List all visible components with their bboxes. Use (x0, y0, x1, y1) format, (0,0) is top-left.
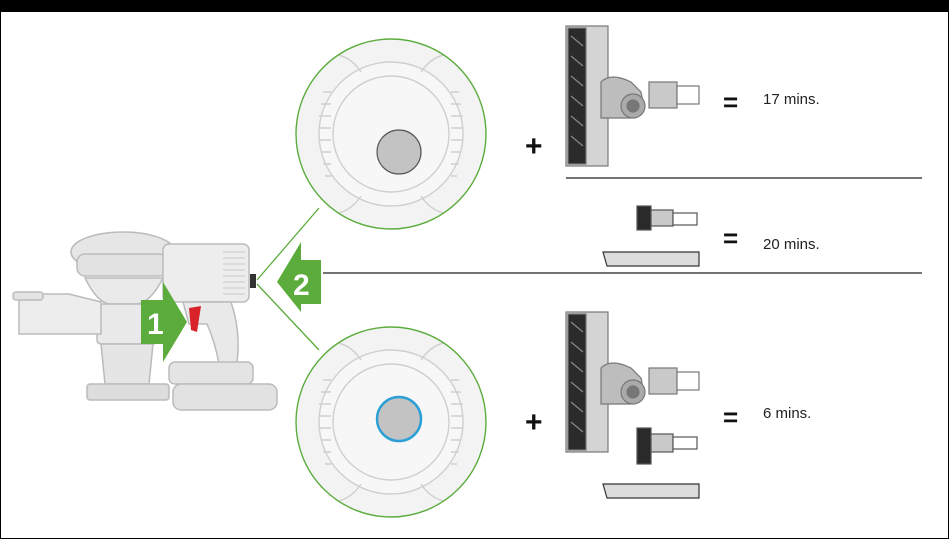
step-1-label: 1 (147, 308, 164, 341)
mode-row-1: + = 17 mins. (525, 25, 820, 167)
runtime-label-1: 17 mins. (763, 91, 820, 108)
step-1-arrow-icon: 1 (141, 282, 187, 362)
equals-sign-1: = (723, 87, 738, 117)
crevice-tool-icon (602, 251, 700, 267)
mode-row-3: + = 6 mins. (525, 311, 811, 499)
power-button-max-icon (375, 395, 423, 443)
motorhead-tool-max-icon (565, 311, 700, 453)
motorhead-tool-icon (565, 25, 700, 167)
runtime-label-3: 6 mins. (763, 405, 811, 422)
zoom-circle-standard (295, 38, 487, 230)
combination-tool-max-icon (636, 427, 698, 465)
mode-row-2: = 20 mins. (602, 205, 820, 267)
runtime-diagram: 1 2 (12, 25, 922, 518)
zoom-circle-max (295, 326, 487, 518)
step-2-label: 2 (293, 269, 310, 302)
equals-sign-3: = (723, 402, 738, 432)
plus-sign-2: + (525, 406, 543, 439)
combination-tool-icon (636, 205, 698, 231)
zoom-connector-lines (256, 207, 320, 351)
trigger-icon (189, 306, 201, 332)
crevice-tool-max-icon (602, 483, 700, 499)
power-button-icon (376, 129, 422, 175)
equals-sign-2: = (723, 223, 738, 253)
plus-sign-1: + (525, 130, 543, 163)
step-2-arrow-icon: 2 (277, 242, 321, 312)
runtime-label-2: 20 mins. (763, 236, 820, 253)
